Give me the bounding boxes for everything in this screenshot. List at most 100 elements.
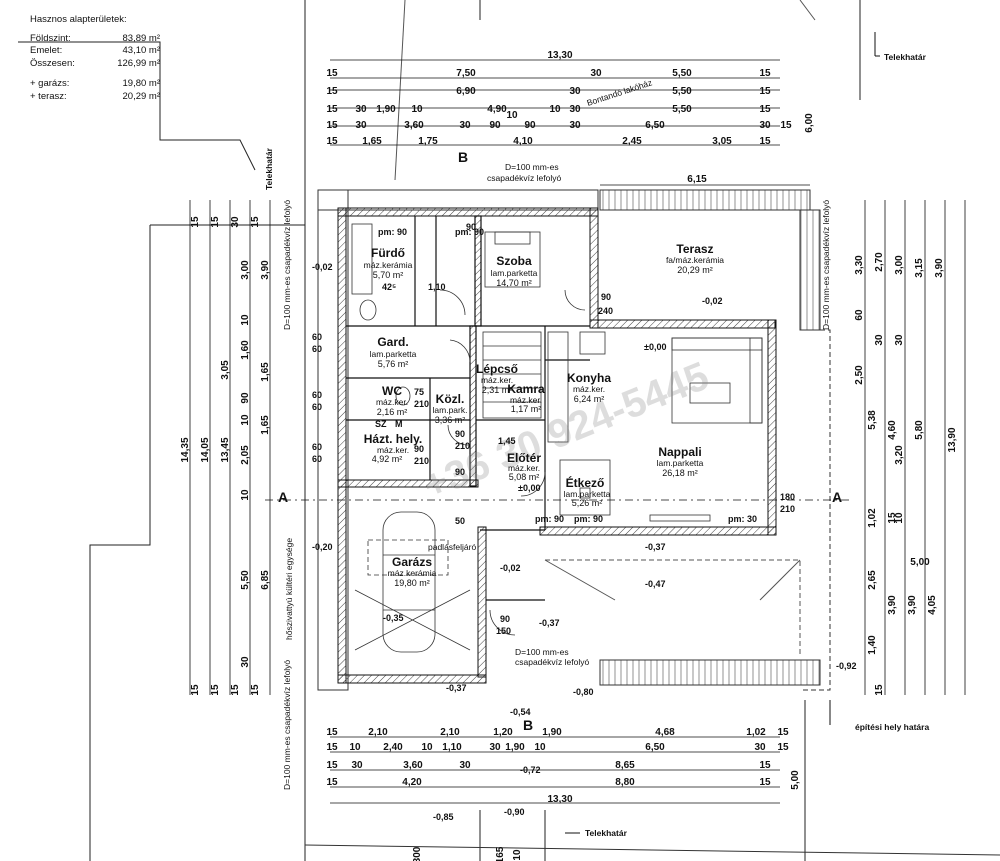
svg-text:90: 90 [414,444,424,454]
svg-text:90: 90 [524,120,536,131]
svg-text:30: 30 [569,104,581,115]
svg-text:90: 90 [240,392,251,404]
svg-text:5,00: 5,00 [790,770,801,790]
svg-text:15: 15 [250,684,261,696]
svg-text:3,60: 3,60 [403,760,423,771]
svg-text:3,90: 3,90 [887,595,898,615]
svg-text:15: 15 [230,684,241,696]
svg-text:15: 15 [326,120,338,131]
svg-text:4,68: 4,68 [655,727,675,738]
boundary-labels: Telekhatár Telekhatár Telekhatár építési… [264,32,929,838]
svg-text:15: 15 [759,68,771,79]
svg-text:5,70 m²: 5,70 m² [373,270,404,280]
svg-text:5,76 m²: 5,76 m² [378,359,409,369]
svg-text:30: 30 [569,120,581,131]
svg-text:3,00: 3,00 [894,255,905,275]
svg-text:15: 15 [759,760,771,771]
svg-text:210: 210 [414,399,429,409]
svg-text:15: 15 [777,727,789,738]
stairs-icon [482,331,542,419]
svg-text:6,85: 6,85 [260,570,271,590]
svg-text:165: 165 [495,846,506,861]
svg-text:pm: 30: pm: 30 [728,514,757,524]
level-label: -0,37 [645,542,666,552]
svg-text:Fürdő: Fürdő [371,246,405,260]
svg-text:1,40: 1,40 [867,635,878,655]
svg-text:15: 15 [326,68,338,79]
summary-row: + garázs:19,80 m² [30,78,160,89]
svg-text:300: 300 [412,846,423,861]
coffee-table-icon [689,382,731,404]
svg-text:5,00: 5,00 [910,557,930,568]
svg-text:15: 15 [326,136,338,147]
furniture [351,223,763,653]
doors [439,289,586,636]
svg-text:6,50: 6,50 [645,120,665,131]
room-kozl: Közl.lam.park.3,36 m² [433,392,468,425]
svg-text:60: 60 [312,344,322,354]
demolition-note: Bontandó lakóház [586,77,654,108]
left-dimension-lines [189,200,271,695]
svg-text:30: 30 [459,760,471,771]
svg-text:Telekhatár: Telekhatár [884,52,927,62]
svg-text:Szoba: Szoba [496,254,532,268]
svg-text:máz.kerámia: máz.kerámia [364,260,413,270]
svg-text:10: 10 [240,314,251,326]
svg-text:15: 15 [210,684,221,696]
svg-text:2,45: 2,45 [622,136,642,147]
summary-row: Összesen:126,99 m² [30,57,160,69]
svg-text:30: 30 [355,104,367,115]
svg-text:3,20: 3,20 [894,445,905,465]
level-label: -0,92 [836,661,857,671]
svg-text:13,90: 13,90 [947,427,958,452]
svg-text:lam.parketta: lam.parketta [491,268,538,278]
svg-text:4,92 m²: 4,92 m² [372,454,403,464]
svg-text:Telekhatár: Telekhatár [585,828,628,838]
svg-text:Lépcső: Lépcső [476,362,518,376]
svg-text:1,65: 1,65 [260,362,271,382]
area-summary: Hasznos alapterületek: Földszint:83,89 m… [30,14,160,103]
drain-note: D=100 mm-es [505,162,559,172]
svg-text:máz.ker.: máz.ker. [510,395,542,405]
door-swing-icon [449,339,471,363]
svg-text:Nappali: Nappali [658,445,701,459]
level-label: -0,80 [573,687,594,697]
svg-text:2,40: 2,40 [383,742,403,753]
svg-text:26,18 m²: 26,18 m² [662,468,698,478]
svg-text:60: 60 [312,390,322,400]
svg-text:150: 150 [496,626,511,636]
room-haztartasi: Házt. hely.máz.ker.4,92 m² [364,432,422,464]
svg-text:5,26 m²: 5,26 m² [572,498,603,508]
svg-text:10: 10 [411,104,423,115]
svg-text:Házt. hely.: Házt. hely. [364,432,422,446]
area-summary-title: Hasznos alapterületek: [30,14,127,25]
svg-text:3,90: 3,90 [260,260,271,280]
svg-text:15: 15 [190,684,201,696]
svg-text:pm: 90: pm: 90 [535,514,564,524]
svg-text:10: 10 [421,742,433,753]
svg-text:4,90: 4,90 [487,104,507,115]
svg-text:5,38: 5,38 [867,410,878,430]
svg-text:240: 240 [598,306,613,316]
kitchen-counter-icon [547,331,569,443]
svg-text:15: 15 [874,684,885,696]
svg-text:5,50: 5,50 [672,104,692,115]
svg-text:13,30: 13,30 [547,794,572,805]
svg-text:13,30: 13,30 [547,50,572,61]
svg-text:210: 210 [455,441,470,451]
svg-text:14,35: 14,35 [180,437,191,462]
drain-note: csapadékvíz lefolyó [515,657,589,667]
svg-text:90: 90 [455,429,465,439]
svg-text:90: 90 [500,614,510,624]
svg-text:42⁵: 42⁵ [382,282,396,292]
svg-text:10: 10 [506,110,518,121]
svg-text:90: 90 [489,120,501,131]
svg-text:1,65: 1,65 [362,136,382,147]
svg-text:6,00: 6,00 [804,113,815,133]
left-dimension-values: 14,35 14,05 13,45 3,00 10 1,60 90 10 2,0… [180,216,271,696]
